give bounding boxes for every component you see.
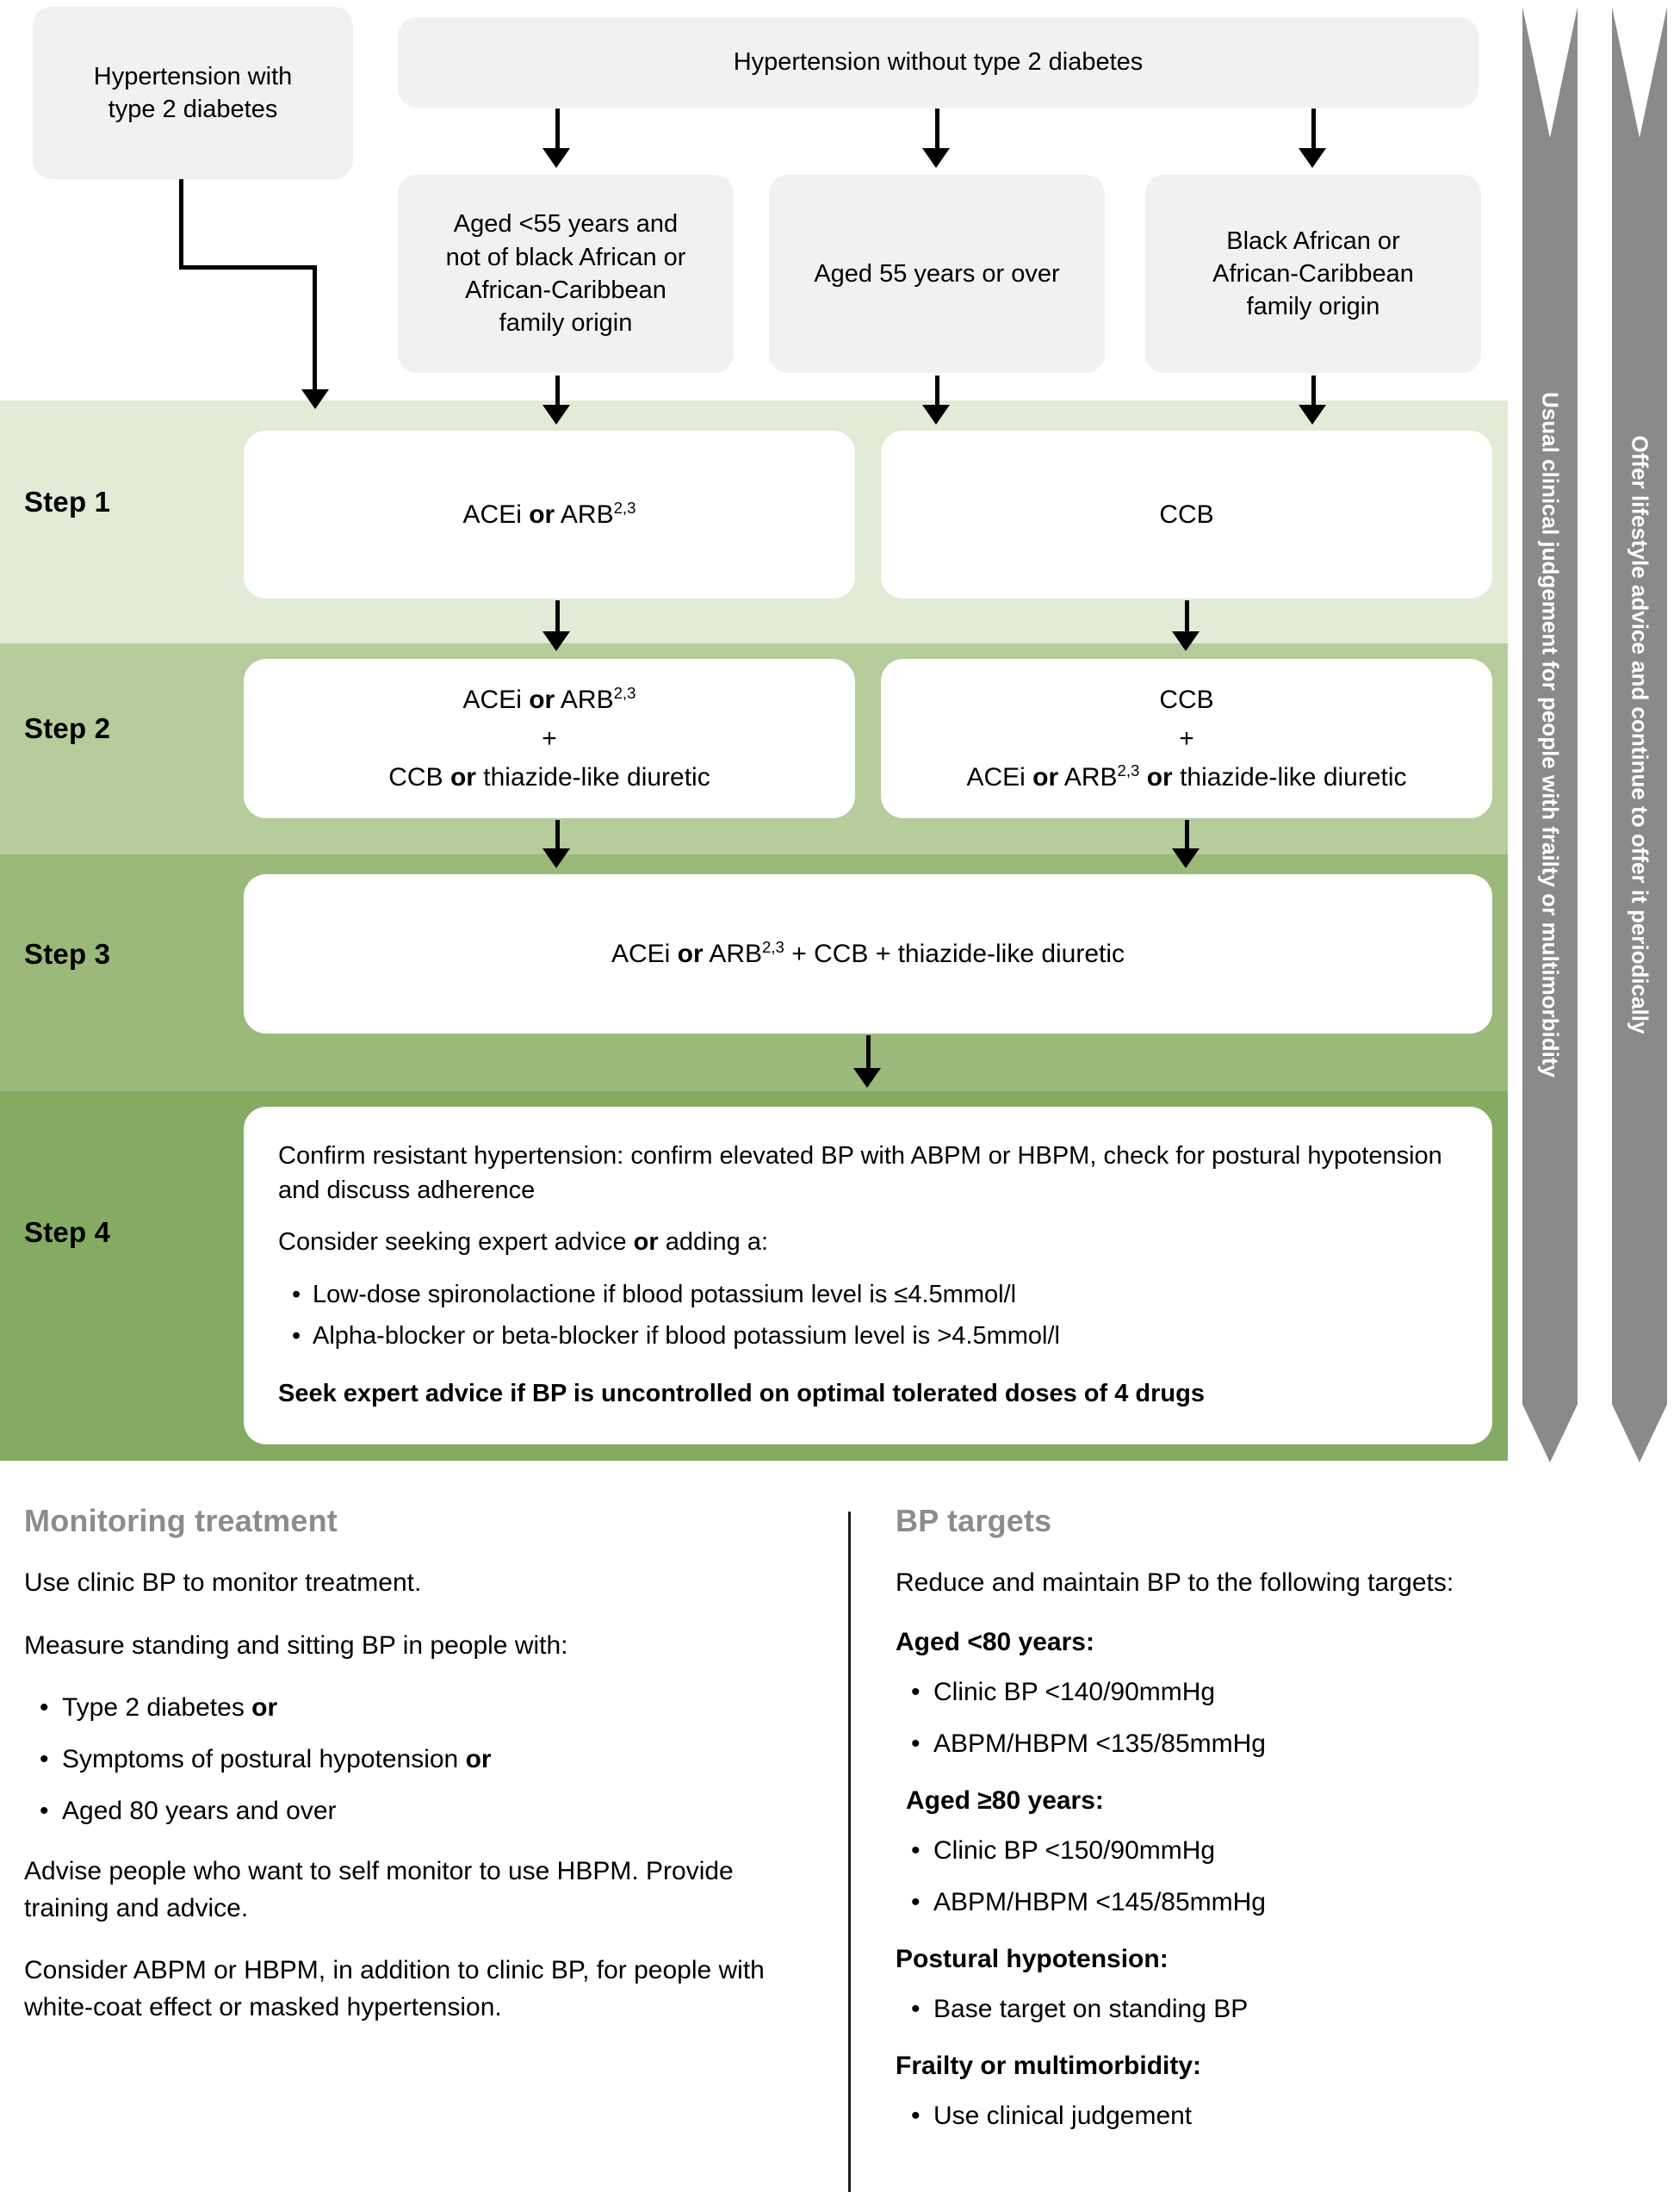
connector-line: [866, 1035, 871, 1073]
side-arrow-clinical-judgement: Usual clinical judgement for people with…: [1522, 7, 1578, 1462]
list-item: Symptoms of postural hypotension or: [38, 1742, 825, 1778]
box-label: Aged 55 years or over: [814, 259, 1060, 288]
connector-line: [935, 376, 939, 412]
step1-option-right: CCB: [881, 431, 1492, 599]
arrow-head-icon: [1299, 148, 1326, 168]
connector-line: [555, 820, 560, 853]
arrow-head-icon: [853, 1068, 881, 1088]
monitoring-paragraph-1: Use clinic BP to monitor treatment.: [24, 1568, 422, 1597]
list-item: Clinic BP <140/90mmHg: [909, 1674, 1662, 1711]
connector-line: [555, 109, 560, 153]
list-item: Alpha-blocker or beta-blocker if blood p…: [290, 1318, 1060, 1354]
step4-paragraph-1: Confirm resistant hypertension: confirm …: [278, 1141, 1442, 1205]
arrow-head-icon: [542, 631, 570, 651]
treatment-line: CCB: [1159, 686, 1214, 714]
side-arrow-label: Usual clinical judgement for people with…: [1537, 392, 1564, 1077]
step4-bullet-list: Low-dose spironolactione if blood potass…: [290, 1276, 1060, 1359]
treatment-line: ACEi or ARB2,3: [462, 684, 636, 714]
bp-group-list: Clinic BP <150/90mmHg ABPM/HBPM <145/85m…: [909, 1833, 1662, 1921]
arrow-head-icon: [922, 148, 950, 168]
step4-paragraph-2: Consider seeking expert advice or adding…: [278, 1228, 769, 1256]
list-item: Low-dose spironolactione if blood potass…: [290, 1276, 1060, 1313]
bp-group-list: Use clinical judgement: [909, 2098, 1662, 2134]
list-item: Base target on standing BP: [909, 1991, 1662, 2027]
bp-group-list: Base target on standing BP: [909, 1991, 1662, 2027]
connector-line: [179, 265, 317, 270]
plus-symbol: +: [542, 724, 557, 753]
arrow-head-icon: [1172, 848, 1200, 868]
arrow-head-icon: [301, 389, 329, 409]
list-item: ABPM/HBPM <145/85mmHg: [909, 1885, 1662, 1921]
connector-line: [1311, 376, 1316, 412]
bottom-panels: Monitoring treatment Use clinic BP to mo…: [0, 1503, 1680, 2192]
box-aged-55-or-over: Aged 55 years or over: [769, 175, 1105, 373]
side-arrow-lifestyle-advice: Offer lifestyle advice and continue to o…: [1612, 7, 1667, 1462]
treatment-text: ACEi or ARB2,3 + CCB + thiazide-like diu…: [611, 938, 1125, 968]
step-label-3: Step 3: [24, 938, 111, 970]
side-arrow-label: Offer lifestyle advice and continue to o…: [1627, 435, 1653, 1034]
step2-option-right: CCB + ACEi or ARB2,3 or thiazide-like di…: [881, 659, 1492, 818]
bp-group-title: Aged <80 years:: [896, 1627, 1094, 1656]
plus-symbol: +: [1179, 724, 1194, 753]
connector-line: [313, 265, 317, 393]
connector-line: [555, 600, 560, 636]
monitoring-paragraph-2: Measure standing and sitting BP in peopl…: [24, 1630, 568, 1660]
column-divider: [848, 1512, 851, 2192]
step1-option-left: ACEi or ARB2,3: [244, 431, 855, 599]
bp-group-list: Clinic BP <140/90mmHg ABPM/HBPM <135/85m…: [909, 1674, 1662, 1762]
box-hypertension-without-diabetes: Hypertension without type 2 diabetes: [398, 17, 1479, 108]
step3-treatment: ACEi or ARB2,3 + CCB + thiazide-like diu…: [244, 874, 1492, 1034]
treatment-line: ACEi or ARB2,3 or thiazide-like diuretic: [966, 761, 1407, 792]
connector-line: [1311, 109, 1316, 153]
bp-targets-intro: Reduce and maintain BP to the following …: [896, 1568, 1454, 1597]
step4-treatment: Confirm resistant hypertension: confirm …: [244, 1107, 1492, 1444]
arrow-head-icon: [922, 405, 950, 425]
arrow-head-icon: [1299, 405, 1326, 425]
box-label: Hypertension without type 2 diabetes: [733, 48, 1144, 77]
arrow-head-icon: [542, 148, 570, 168]
treatment-line: CCB or thiazide-like diuretic: [388, 763, 710, 792]
step4-footer: Seek expert advice if BP is uncontrolled…: [278, 1379, 1205, 1407]
arrow-head-icon: [542, 405, 570, 425]
monitoring-paragraph-3: Advise people who want to self monitor t…: [24, 1857, 734, 1922]
monitoring-treatment-panel: Monitoring treatment Use clinic BP to mo…: [24, 1503, 825, 2052]
connector-line: [555, 376, 560, 412]
list-item: Type 2 diabetes or: [38, 1690, 825, 1726]
connector-line: [179, 179, 183, 270]
bp-group-title: Frailty or multimorbidity:: [896, 2051, 1202, 2080]
treatment-text: ACEi or ARB2,3: [462, 499, 636, 529]
panel-heading: Monitoring treatment: [24, 1503, 338, 1538]
step2-option-left: ACEi or ARB2,3 + CCB or thiazide-like di…: [244, 659, 855, 818]
treatment-flow-diagram: Step 1 Step 2 Step 3 Step 4 Hypertension…: [0, 0, 1508, 1464]
step-label-1: Step 1: [24, 486, 111, 518]
list-item: Aged 80 years and over: [38, 1793, 825, 1829]
connector-line: [1185, 600, 1189, 636]
step-label-4: Step 4: [24, 1216, 111, 1248]
bp-targets-panel: BP targets Reduce and maintain BP to the…: [896, 1503, 1662, 2158]
list-item: Clinic BP <150/90mmHg: [909, 1833, 1662, 1869]
list-item: Use clinical judgement: [909, 2098, 1662, 2134]
monitoring-bullet-list: Type 2 diabetes or Symptoms of postural …: [38, 1690, 825, 1829]
connector-line: [1185, 820, 1189, 853]
connector-line: [935, 109, 939, 153]
treatment-text: CCB: [1159, 500, 1214, 529]
arrow-head-icon: [1172, 631, 1200, 651]
bp-group-title: Aged ≥80 years:: [906, 1785, 1104, 1815]
step-label-2: Step 2: [24, 712, 111, 744]
list-item: ABPM/HBPM <135/85mmHg: [909, 1726, 1662, 1762]
monitoring-paragraph-4: Consider ABPM or HBPM, in addition to cl…: [24, 1956, 765, 2021]
bp-group-title: Postural hypotension:: [896, 1944, 1169, 1973]
arrow-head-icon: [542, 848, 570, 868]
panel-heading: BP targets: [896, 1503, 1052, 1538]
